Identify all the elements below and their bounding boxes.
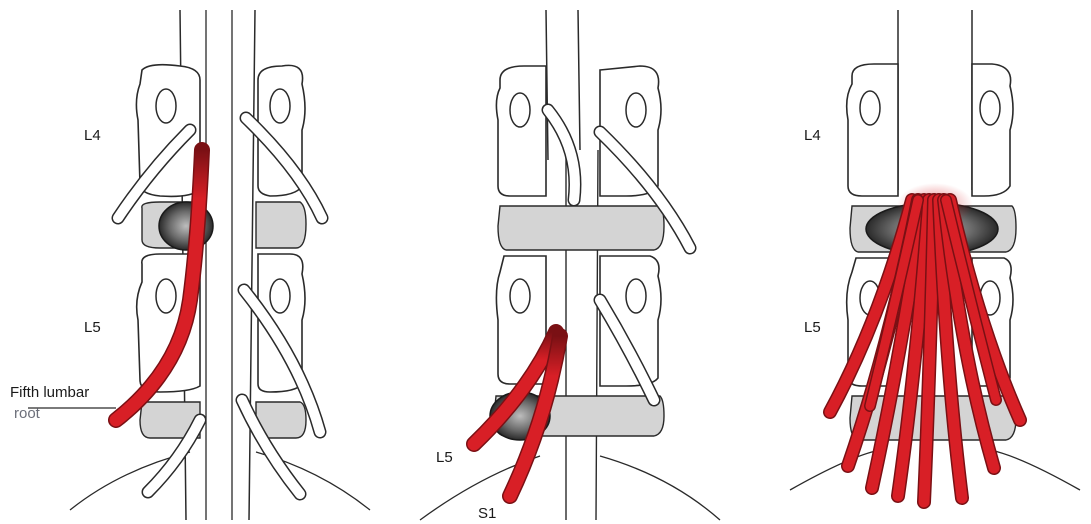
l4-pedicle-left	[156, 89, 176, 123]
label-l5-root: L5	[436, 449, 453, 466]
panel-lateral-herniation: L4 L5 Fifth lumbar root	[10, 10, 370, 520]
l4-pedicle-right	[980, 91, 1000, 125]
l4-l5-disc	[498, 206, 664, 250]
l4-vertebra-left	[496, 66, 546, 196]
l5-pedicle-right	[626, 279, 646, 313]
l4-vertebra-right	[972, 64, 1013, 196]
label-l5: L5	[804, 319, 821, 336]
label-root: root	[14, 405, 41, 422]
l5-pedicle-right	[270, 279, 290, 313]
l4-pedicle-right	[626, 93, 646, 127]
panel-massive-herniation: L4 L5	[790, 10, 1080, 502]
label-fifth-lumbar: Fifth lumbar	[10, 384, 89, 401]
l4-vertebra-right	[600, 66, 661, 196]
label-l4: L4	[84, 127, 101, 144]
l5-pedicle-left	[510, 279, 530, 313]
l4-pedicle-right	[270, 89, 290, 123]
l4-vertebra-left	[847, 64, 898, 196]
label-s1-root: S1	[478, 505, 496, 522]
panel-central-herniation: L5 S1	[420, 10, 720, 522]
l4-pedicle-left	[860, 91, 880, 125]
l4-pedicle-left	[510, 93, 530, 127]
label-l5: L5	[84, 319, 101, 336]
l5-s1-disc	[140, 402, 306, 438]
l5-pedicle-left	[156, 279, 176, 313]
label-l4: L4	[804, 127, 821, 144]
dural-sac	[898, 10, 972, 190]
